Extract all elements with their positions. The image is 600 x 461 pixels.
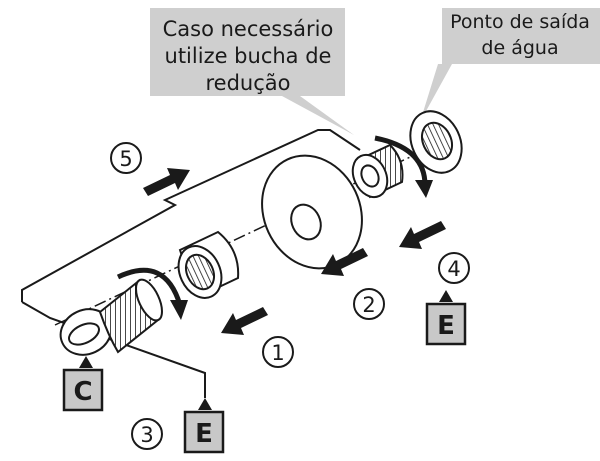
step-1-label: 1: [271, 341, 284, 365]
water-outlet-fitting: [409, 110, 463, 174]
rotate-arrow-adapter-icon: [374, 135, 433, 198]
arrow-step-2-icon: [321, 248, 368, 276]
reducer-callout-line-2: utilize bucha de: [165, 44, 332, 68]
outlet-callout-line-1: Ponto de saída: [450, 11, 590, 33]
step-2-label: 2: [362, 293, 375, 317]
flange-plate: [261, 154, 363, 270]
step-4-marker: 4: [438, 252, 470, 284]
step-5-marker: 5: [110, 142, 142, 174]
step-3-label: 3: [140, 423, 153, 447]
step-5-label: 5: [119, 147, 132, 171]
tag-e-left: E: [183, 398, 225, 454]
step-1-marker: 1: [262, 336, 294, 368]
arrow-step-4-icon: [399, 221, 446, 249]
tag-e-left-label: E: [195, 419, 213, 449]
reducer-callout: Caso necessário utilize bucha de redução: [150, 8, 354, 135]
threaded-sleeve: [98, 278, 163, 354]
tag-c: C: [62, 356, 104, 412]
reducer-bushing: [351, 143, 404, 199]
reducer-callout-line-1: Caso necessário: [163, 17, 334, 41]
arrow-step-5-icon: [143, 168, 190, 196]
knurled-nut: [177, 230, 240, 299]
rotate-arrow-sleeve-icon: [116, 267, 188, 320]
tag-c-label: C: [73, 377, 92, 407]
step-4-label: 4: [447, 257, 460, 281]
tag-e-right: E: [425, 290, 467, 346]
outlet-callout-line-2: de água: [481, 37, 558, 59]
reducer-callout-line-3: redução: [206, 71, 291, 95]
step-2-marker: 2: [353, 288, 385, 320]
step-3-marker: 3: [131, 418, 163, 450]
arrow-step-1-icon: [221, 307, 268, 335]
outlet-callout: Ponto de saída de água: [420, 8, 600, 122]
tag-e-right-label: E: [437, 311, 455, 341]
